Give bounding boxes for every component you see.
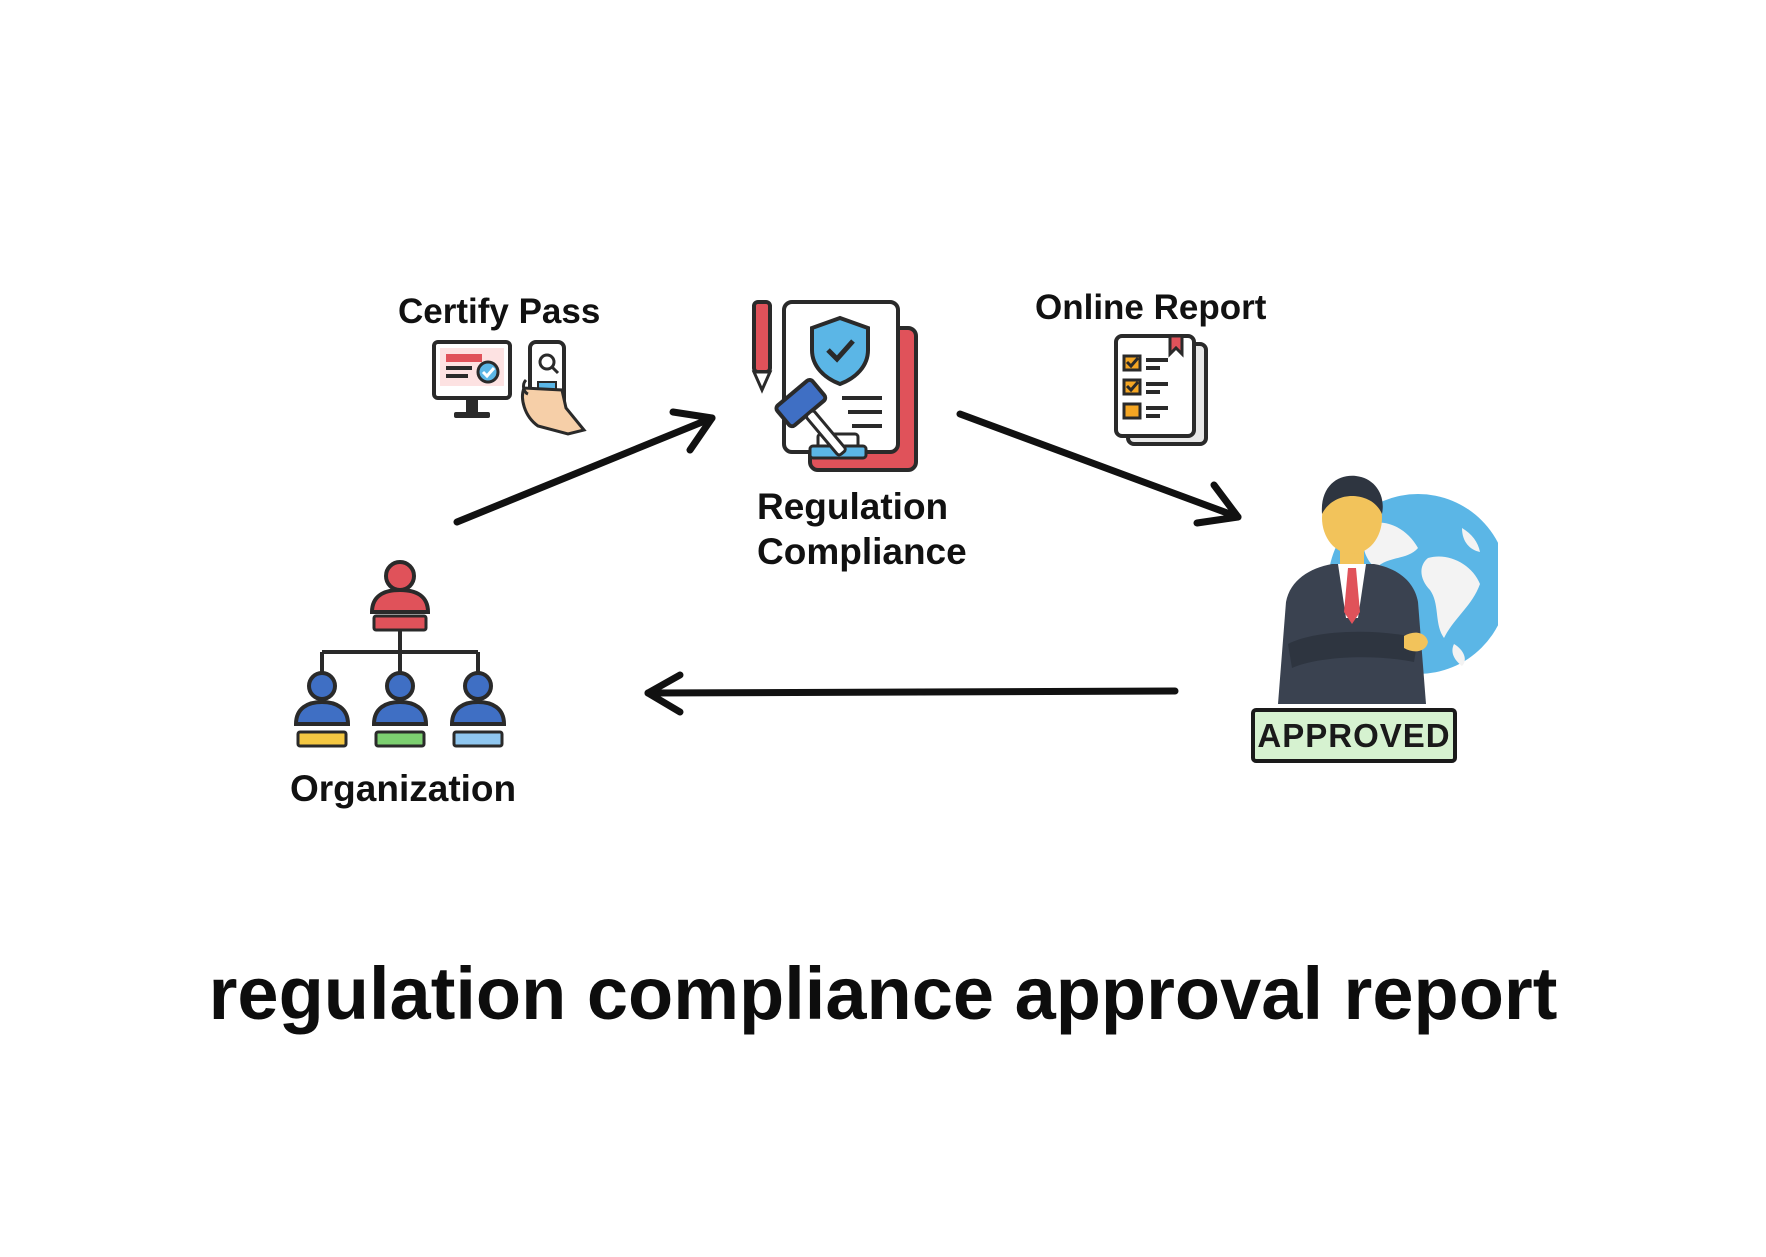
- arrow-approver-to-organization: [644, 671, 1179, 716]
- certify-pass-label: Certify Pass: [398, 292, 601, 331]
- checklist-document-icon: [1114, 334, 1208, 446]
- arrow-regulation-to-approver: [956, 410, 1242, 527]
- org-chart-icon: [293, 560, 507, 748]
- regulation-label-line2: Compliance: [757, 531, 967, 572]
- approved-stamp: APPROVED: [1251, 708, 1457, 763]
- page-title: regulation compliance approval report: [208, 952, 1558, 1035]
- businessman-globe-icon: [1278, 475, 1498, 704]
- regulation-label-line1: Regulation: [757, 486, 949, 527]
- online-report-label: Online Report: [1035, 288, 1267, 327]
- monitor-phone-check-icon: [432, 340, 587, 436]
- document-gavel-shield-icon: [751, 300, 918, 472]
- organization-label: Organization: [290, 768, 517, 809]
- arrow-organization-to-regulation: [453, 408, 716, 526]
